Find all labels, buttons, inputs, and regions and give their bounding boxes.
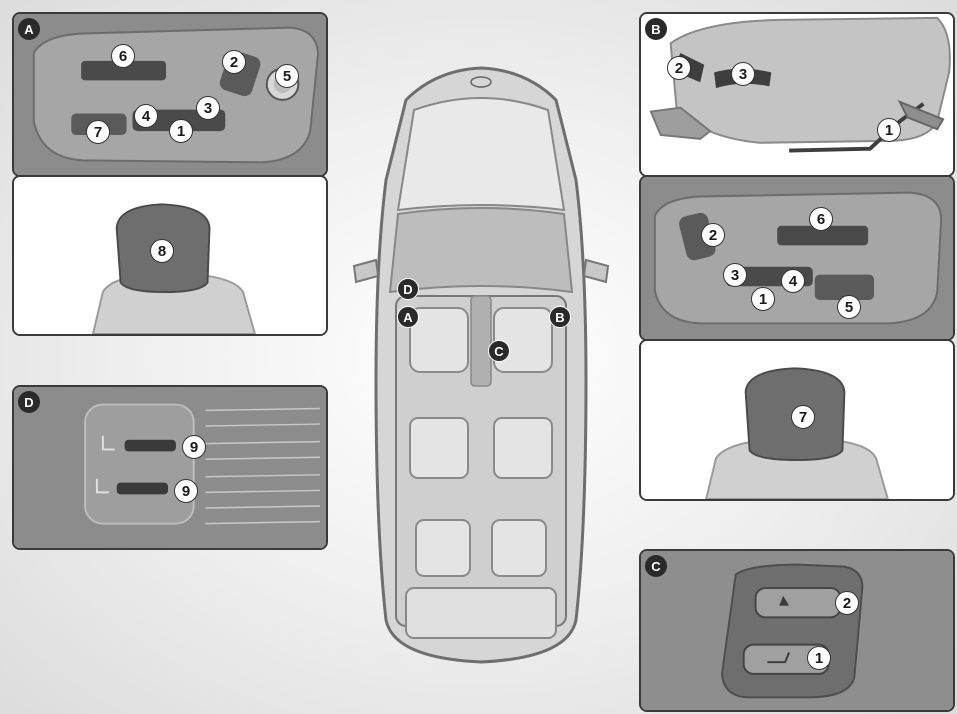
panel-b-illustration [641, 14, 953, 175]
seat-rail [649, 106, 712, 140]
panel-a-illustration [14, 14, 326, 175]
second-row-left [409, 417, 469, 479]
hood [396, 97, 566, 212]
panel-d-illustration [14, 387, 326, 548]
callout-d-9-top: 9 [182, 435, 206, 459]
callout-b-2: 2 [667, 56, 691, 80]
mirror-left [352, 258, 380, 284]
callout-b-3: 3 [731, 62, 755, 86]
callout-b-s2: 2 [701, 223, 725, 247]
callout-b-s4: 4 [781, 269, 805, 293]
seatback-switch-6 [81, 60, 167, 81]
third-row-left [415, 519, 471, 577]
callout-b-7: 7 [791, 405, 815, 429]
panel-d-letter: D [18, 391, 40, 413]
heater-switch-bottom [116, 482, 169, 495]
panel-a-letter: A [18, 18, 40, 40]
panel-c-console-switches: C 2 1 [639, 549, 955, 712]
rear-window [405, 587, 557, 639]
vehicle-top-view [352, 66, 610, 664]
callout-b-1: 1 [877, 118, 901, 142]
panel-b-headrest: 7 [639, 339, 955, 501]
callout-b-s5: 5 [837, 295, 861, 319]
switch-bezel [84, 403, 195, 525]
callout-a-3: 3 [196, 96, 220, 120]
callout-c-1: 1 [807, 646, 831, 670]
brand-emblem [470, 76, 492, 88]
height-switch-b5 [814, 274, 875, 300]
car-marker-d: D [397, 278, 419, 300]
callout-b-s1: 1 [751, 287, 775, 311]
panel-c-letter: C [645, 555, 667, 577]
panel-a-seat-switch: A 6 2 5 3 4 7 1 [12, 12, 328, 177]
mirror-right [582, 258, 610, 284]
seat-heat-icon-bottom [95, 478, 109, 494]
panel-b-letter: B [645, 18, 667, 40]
driver-seat [409, 307, 469, 373]
center-console [470, 295, 492, 387]
panel-b-switch-illustration [641, 177, 953, 339]
car-marker-b: B [549, 306, 571, 328]
panel-b-seat-switch: 2 6 3 4 1 5 [639, 175, 955, 341]
car-marker-c: C [488, 340, 510, 362]
car-marker-a: A [397, 306, 419, 328]
second-row-right [493, 417, 553, 479]
third-row-right [491, 519, 547, 577]
panel-a-headrest: 8 [12, 175, 328, 336]
callout-a-6: 6 [111, 44, 135, 68]
callout-c-2: 2 [835, 591, 859, 615]
callout-a-5: 5 [275, 64, 299, 88]
callout-a-2: 2 [222, 50, 246, 74]
callout-a-4: 4 [134, 104, 158, 128]
callout-a-1: 1 [169, 119, 193, 143]
seat-heat-icon-top [101, 435, 115, 451]
callout-b-s3: 3 [723, 263, 747, 287]
seat-cushion [669, 16, 951, 144]
seatback-switch-b6 [777, 225, 869, 246]
panel-b-seat-levers: B 2 3 1 [639, 12, 955, 177]
console-switch-2 [754, 587, 842, 619]
console-bezel [720, 563, 864, 699]
callout-b-s6: 6 [809, 207, 833, 231]
callout-a-7: 7 [86, 120, 110, 144]
callout-a-8: 8 [150, 239, 174, 263]
windshield [388, 207, 574, 294]
heater-switch-top [124, 439, 176, 452]
panel-c-illustration [641, 551, 953, 710]
callout-d-9-bottom: 9 [174, 479, 198, 503]
vent-lines [205, 407, 321, 525]
panel-d-heater-switches: D 9 9 [12, 385, 328, 550]
